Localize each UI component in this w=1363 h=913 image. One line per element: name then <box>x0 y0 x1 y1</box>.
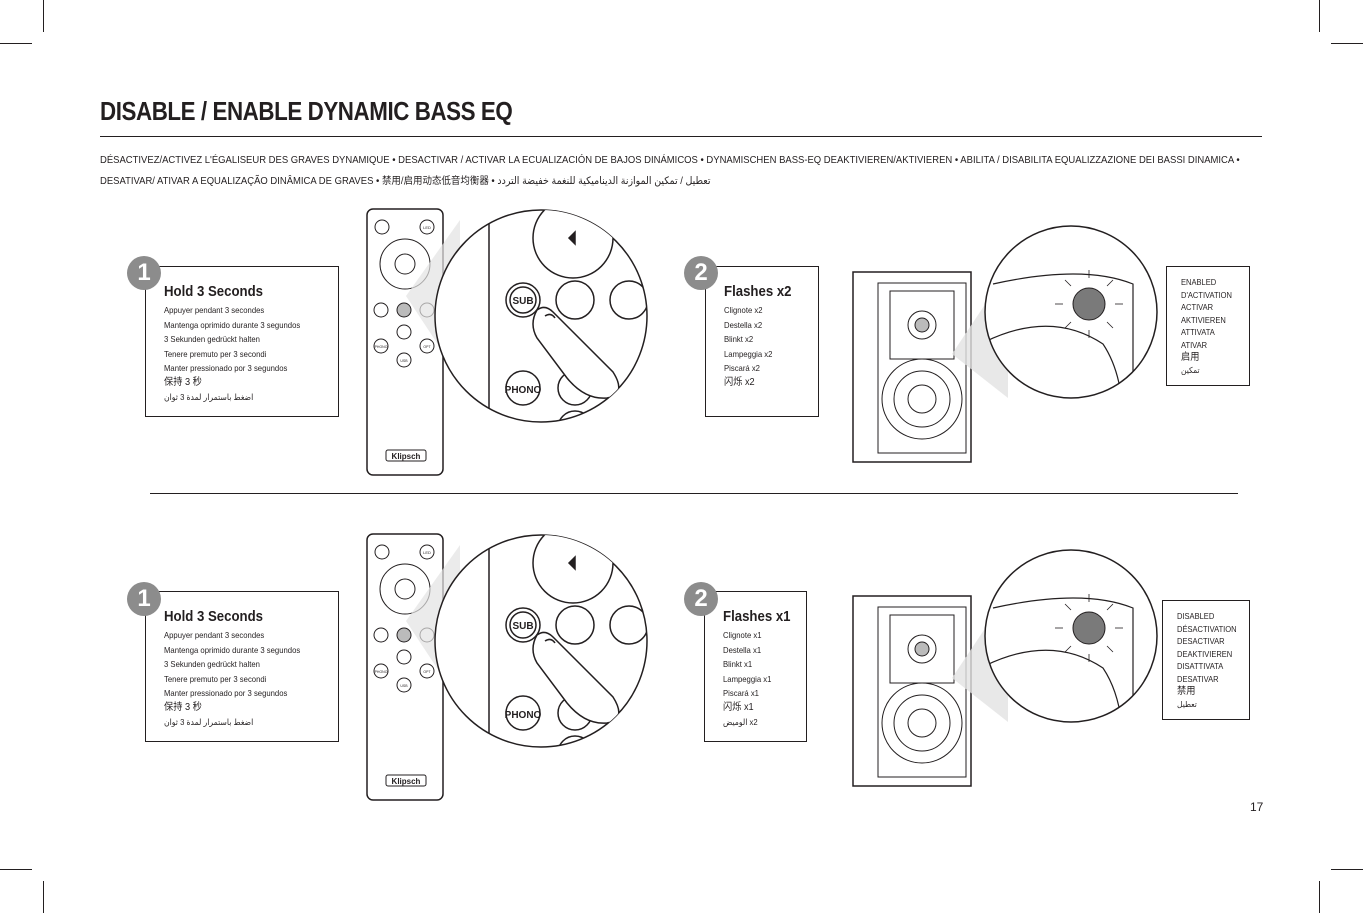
translation-line: Manter pressionado por 3 segundos <box>164 688 288 698</box>
translation-line: Clignote x1 <box>723 630 762 640</box>
remote-led-label: LED <box>423 225 431 230</box>
remote-opt-label: OPT <box>423 670 431 674</box>
translation-line: Appuyer pendant 3 secondes <box>164 630 265 640</box>
state-label: DESATIVAR <box>1177 674 1219 684</box>
translation-line: اضغط باستمرار لمدة 3 ثوان <box>164 717 254 727</box>
step1-instruction-box: Hold 3 Seconds Appuyer pendant 3 seconde… <box>145 266 339 417</box>
state-label: ATTIVATA <box>1181 328 1215 337</box>
step2-title: Flashes x2 <box>724 283 792 300</box>
crop-mark <box>1319 881 1320 913</box>
translation-line: Blinkt x2 <box>724 334 754 344</box>
remote-zoom-circle: SUB PHONO <box>434 209 648 423</box>
translation-line: 保持 3 秒 <box>164 701 202 713</box>
state-label: 禁用 <box>1177 686 1196 697</box>
speaker-illustration <box>852 271 972 463</box>
step2-translations: Clignote x1 Destella x1 Blinkt x1 Lampeg… <box>723 628 776 730</box>
zoom-phono-label: PHONO <box>505 385 542 396</box>
translation-line: Blinkt x1 <box>723 659 753 669</box>
state-label: تعطيل <box>1177 699 1197 709</box>
state-label: DISABLED <box>1177 612 1215 621</box>
translation-line: Piscará x2 <box>724 363 760 373</box>
translation-line: Mantenga oprimido durante 3 segundos <box>164 319 301 330</box>
zoom-phono-label: PHONO <box>505 710 542 721</box>
state-label-box: ENABLED D'ACTIVATION ACTIVAR AKTIVIEREN … <box>1166 266 1250 386</box>
step2-number: 2 <box>684 256 718 290</box>
step2-instruction-box: Flashes x1 Clignote x1 Destella x1 Blink… <box>704 591 807 742</box>
state-label: ENABLED <box>1181 278 1217 287</box>
state-label: ATIVAR <box>1181 340 1208 350</box>
translation-line: Destella x1 <box>723 644 762 655</box>
translation-line: Destella x2 <box>724 319 763 330</box>
translation-line: الوميض x2 <box>723 717 758 727</box>
translation-line: Clignote x2 <box>724 305 763 315</box>
translation-line: Tenere premuto per 3 secondi <box>164 673 267 684</box>
step1-number: 1 <box>127 582 161 616</box>
state-label: DÉSACTIVATION <box>1177 624 1237 634</box>
translation-line: اضغط باستمرار لمدة 3 ثوان <box>164 392 254 402</box>
remote-brand: Klipsch <box>392 777 421 786</box>
step1-number: 1 <box>127 256 161 290</box>
step1-translations: Appuyer pendant 3 secondes Mantenga opri… <box>164 303 312 405</box>
speaker-zoom-circle <box>984 225 1158 399</box>
remote-brand: Klipsch <box>392 452 421 461</box>
led-indicator-on <box>1072 287 1106 321</box>
crop-mark <box>0 869 32 870</box>
state-label: تمكين <box>1181 365 1200 375</box>
state-label: DEAKTIVIEREN <box>1177 649 1233 659</box>
remote-phono-label: PHONO <box>375 345 388 349</box>
title-rule <box>100 136 1262 137</box>
remote-phono-label: PHONO <box>375 670 388 674</box>
translation-line: 闪烁 x1 <box>723 701 754 713</box>
led-indicator <box>1072 611 1106 645</box>
translation-line: Appuyer pendant 3 secondes <box>164 305 265 315</box>
remote-usb-label: USB <box>400 684 408 688</box>
state-label: 启用 <box>1181 352 1200 363</box>
translation-line: 闪烁 x2 <box>724 376 755 388</box>
remote-usb-label: USB <box>400 359 408 363</box>
section-divider <box>150 493 1238 494</box>
zoom-sub-label: SUB <box>512 621 533 632</box>
crop-mark <box>1331 43 1363 44</box>
state-label-box: DISABLED DÉSACTIVATION DESACTIVAR DEAKTI… <box>1162 600 1250 720</box>
step2-number: 2 <box>684 582 718 616</box>
translation-line: 3 Sekunden gedrückt halten <box>164 334 260 344</box>
speaker-zoom-circle <box>984 549 1158 723</box>
translation-line: Manter pressionado por 3 segundos <box>164 363 288 373</box>
crop-mark <box>43 0 44 32</box>
subtitle-arabic: تعطيل / تمكين الموازنة الديناميكية للنغم… <box>497 176 711 187</box>
step1-instruction-box: Hold 3 Seconds Appuyer pendant 3 seconde… <box>145 591 339 742</box>
state-label: ACTIVAR <box>1181 303 1214 312</box>
page-number: 17 <box>1250 800 1264 814</box>
translation-line: 3 Sekunden gedrückt halten <box>164 659 260 669</box>
zoom-sub-label: SUB <box>512 296 533 307</box>
translation-line: Lampeggia x2 <box>724 348 773 359</box>
step1-translations: Appuyer pendant 3 secondes Mantenga opri… <box>164 628 312 730</box>
crop-mark <box>1319 0 1320 32</box>
step2-instruction-box: Flashes x2 Clignote x2 Destella x2 Blink… <box>705 266 819 417</box>
crop-mark <box>1331 869 1363 870</box>
step2-translations: Clignote x2 Destella x2 Blinkt x2 Lampeg… <box>724 303 777 390</box>
multilingual-subtitle: DÉSACTIVEZ/ACTIVEZ L'ÉGALISEUR DES GRAVE… <box>100 150 1264 192</box>
state-label: DISATTIVATA <box>1177 662 1224 671</box>
page-title: DISABLE / ENABLE DYNAMIC BASS EQ <box>100 96 513 126</box>
step2-title: Flashes x1 <box>723 608 791 625</box>
crop-mark <box>43 881 44 913</box>
crop-mark <box>0 43 32 44</box>
translation-line: Mantenga oprimido durante 3 segundos <box>164 644 301 655</box>
state-label: DESACTIVAR <box>1177 637 1225 646</box>
state-label: D'ACTIVATION <box>1181 290 1232 300</box>
state-label: AKTIVIEREN <box>1181 315 1226 325</box>
translation-line: Lampeggia x1 <box>723 673 772 684</box>
remote-opt-label: OPT <box>423 345 431 349</box>
remote-zoom-circle: SUB PHONO <box>434 534 648 748</box>
remote-led-label: LED <box>423 550 431 555</box>
translation-line: Piscará x1 <box>723 688 759 698</box>
step1-title: Hold 3 Seconds <box>164 608 264 625</box>
step1-title: Hold 3 Seconds <box>164 283 264 300</box>
subtitle-text: DÉSACTIVEZ/ACTIVEZ L'ÉGALISEUR DES GRAVE… <box>100 155 1240 187</box>
speaker-illustration <box>852 595 972 787</box>
translation-line: Tenere premuto per 3 secondi <box>164 348 267 359</box>
translation-line: 保持 3 秒 <box>164 376 202 388</box>
